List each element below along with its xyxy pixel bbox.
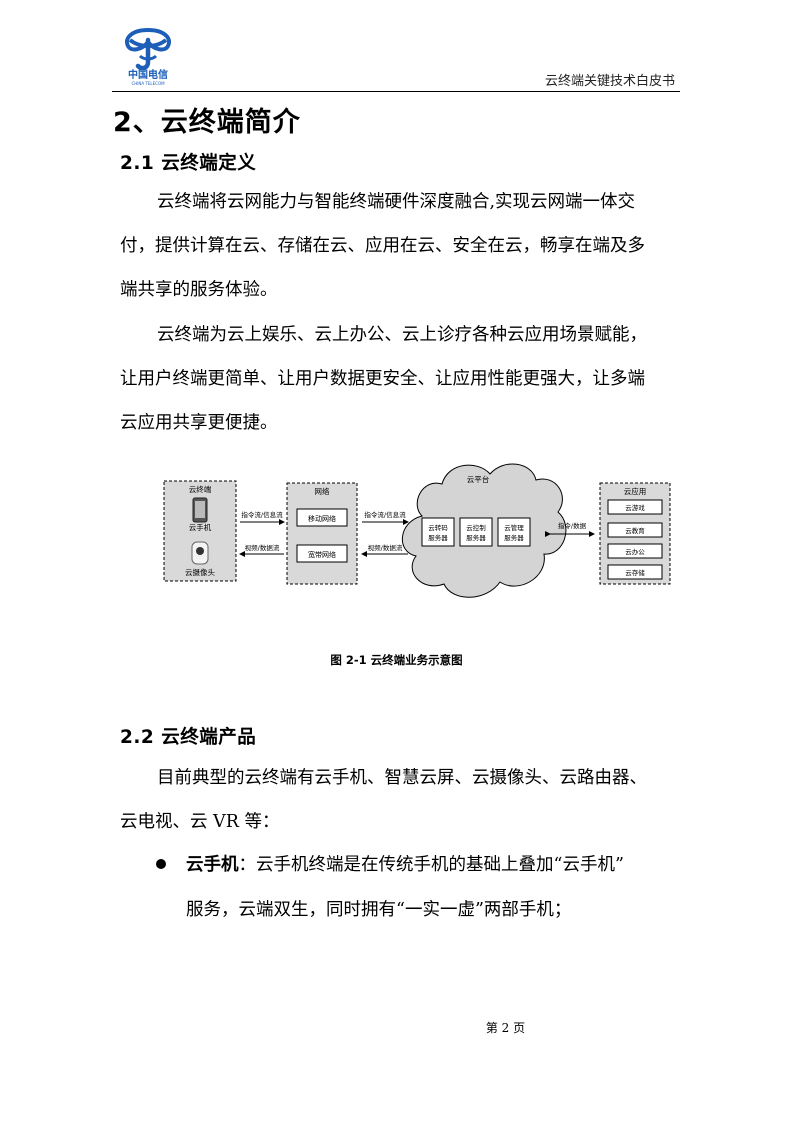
terminal-box-title: 云终端 (189, 484, 212, 494)
server-manage-line1: 云管理 (504, 523, 524, 532)
network-box: 网络 移动网络 宽带网络 (286, 482, 358, 585)
cloud-apps-box: 云应用 云游戏 云教育 云办公 云存储 (599, 482, 671, 585)
server-transcode-line1: 云转码 (428, 523, 448, 532)
network-item-broadband: 宽带网络 (308, 550, 336, 559)
arrow1-top-label: 指令流/信息流 (241, 510, 283, 519)
paragraph-line: 付，提供计算在云、存储在云、应用在云、安全在云，畅享在端及多 (120, 236, 645, 256)
app-item: 云办公 (625, 547, 645, 556)
bullet-dot-icon (156, 859, 166, 869)
logo-subtext: CHINA TELECOM (131, 81, 165, 86)
apps-box-title: 云应用 (624, 486, 647, 496)
paragraph-line: 云电视、云 VR 等： (120, 812, 280, 832)
logo-text: 中国电信 (128, 68, 168, 81)
paragraph-line: 云应用共享更便捷。 (120, 413, 278, 433)
app-item: 云游戏 (625, 503, 645, 512)
paragraph-line: 让用户终端更简单、让用户数据更安全、让应用性能更强大，让多端 (120, 369, 645, 389)
phone-label: 云手机 (189, 522, 212, 532)
server-transcode-line2: 服务器 (428, 533, 448, 542)
arrow3-label: 指令/数据 (558, 521, 587, 530)
network-box-title: 网络 (315, 486, 330, 496)
bullet-colon: ： (238, 855, 257, 875)
subsection-title-products: 2.2 云终端产品 (120, 727, 257, 748)
cloud-terminal-diagram: 云终端 云手机 云摄像头 指令流/信息流 视频/数据流 网络 移动网络 宽带网络… (163, 463, 671, 598)
page-number: 第 2 页 (485, 1021, 526, 1035)
camera-label: 云摄像头 (185, 567, 215, 577)
arrow2-bottom-label: 视频/数据流 (368, 543, 403, 552)
document-header-title: 云终端关键技术白皮书 (544, 74, 675, 89)
section-title: 2、云终端简介 (113, 107, 301, 138)
bullet-item-cloud-phone: 云手机：云手机终端是在传统手机的基础上叠加“云手机” 服务，云端双生，同时拥有“… (186, 843, 624, 933)
arrow2-top-label: 指令流/信息流 (364, 510, 406, 519)
definition-paragraph-1: 云终端将云网能力与智能终端硬件深度融合,实现云网端一体交 付，提供计算在云、存储… (120, 180, 676, 312)
arrow1-bottom-label: 视频/数据流 (245, 543, 280, 552)
phone-icon (192, 497, 208, 523)
figure-caption: 图 2-1 云终端业务示意图 (330, 653, 463, 667)
header-divider (112, 91, 680, 92)
cloud-platform: 云平台 云转码 服务器 云控制 服务器 云管理 服务器 (401, 463, 567, 598)
definition-paragraph-2: 云终端为云上娱乐、云上办公、云上诊疗各种云应用场景赋能， 让用户终端更简单、让用… (120, 313, 676, 445)
paragraph-line: 端共享的服务体验。 (120, 280, 278, 300)
paragraph-line: 云终端将云网能力与智能终端硬件深度融合,实现云网端一体交 (157, 192, 636, 212)
server-manage-line2: 服务器 (504, 533, 524, 542)
app-item: 云教育 (625, 526, 645, 535)
products-paragraph: 目前典型的云终端有云手机、智慧云屏、云摄像头、云路由器、 云电视、云 VR 等： (120, 756, 676, 844)
network-item-mobile: 移动网络 (308, 514, 336, 523)
cloud-title: 云平台 (467, 474, 490, 484)
server-control-line1: 云控制 (466, 523, 486, 532)
china-telecom-logo: 中国电信 CHINA TELECOM (125, 27, 171, 86)
bullet-line: 云手机：云手机终端是在传统手机的基础上叠加“云手机” (186, 855, 624, 875)
paragraph-line: 目前典型的云终端有云手机、智慧云屏、云摄像头、云路由器、 (157, 768, 647, 788)
bullet-text-line2: 服务，云端双生，同时拥有“一实一虚”两部手机； (186, 900, 572, 920)
subsection-title-definition: 2.1 云终端定义 (120, 153, 257, 174)
camera-icon (191, 541, 209, 565)
paragraph-line: 云终端为云上娱乐、云上办公、云上诊疗各种云应用场景赋能， (157, 325, 647, 345)
terminal-box: 云终端 云手机 云摄像头 (163, 480, 237, 582)
bullet-term: 云手机 (186, 855, 239, 875)
server-control-line2: 服务器 (466, 533, 486, 542)
bullet-text-line1: 云手机终端是在传统手机的基础上叠加“云手机” (256, 855, 624, 875)
app-item: 云存储 (625, 568, 645, 577)
